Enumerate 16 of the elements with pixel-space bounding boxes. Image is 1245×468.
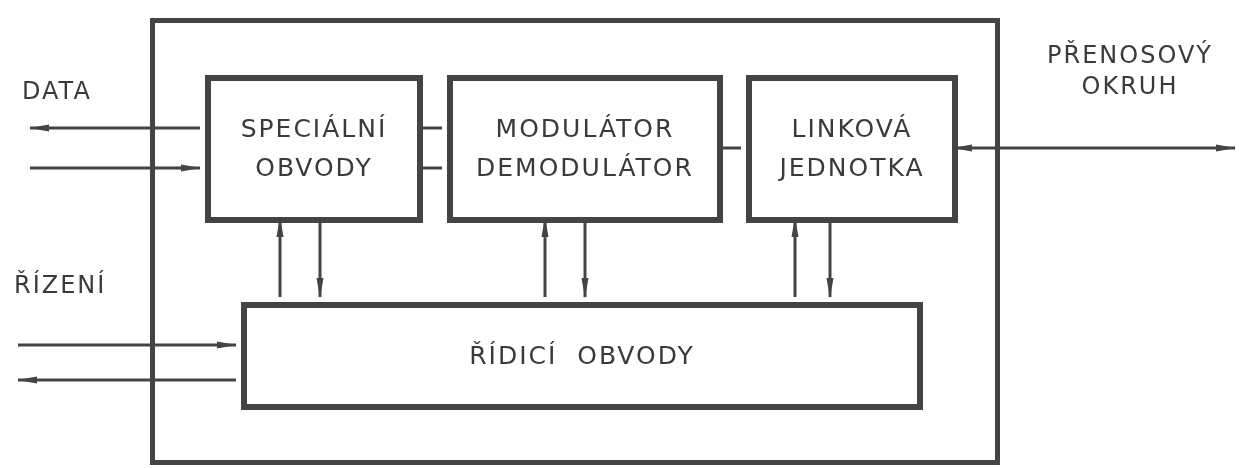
block-box bbox=[447, 75, 723, 223]
arrow bbox=[29, 124, 200, 132]
signal-label: PŘENOSOVÝ OKRUH bbox=[1046, 40, 1214, 103]
signal-label: ŘÍZENÍ bbox=[14, 270, 107, 301]
block-box bbox=[746, 75, 958, 223]
arrow bbox=[30, 164, 201, 172]
block-box bbox=[241, 302, 923, 410]
arrow bbox=[18, 341, 237, 349]
signal-label: DATA bbox=[22, 76, 92, 107]
block-label: LINKOVÁ JEDNOTKA bbox=[779, 113, 925, 184]
outer-frame bbox=[150, 18, 1000, 465]
arrow bbox=[17, 376, 236, 384]
block-box bbox=[205, 75, 423, 223]
block-label: ŘÍDICÍ OBVODY bbox=[469, 339, 695, 372]
block-label: SPECIÁLNÍ OBVODY bbox=[240, 113, 388, 184]
block-label: MODULÁTOR DEMODULÁTOR bbox=[476, 113, 694, 184]
